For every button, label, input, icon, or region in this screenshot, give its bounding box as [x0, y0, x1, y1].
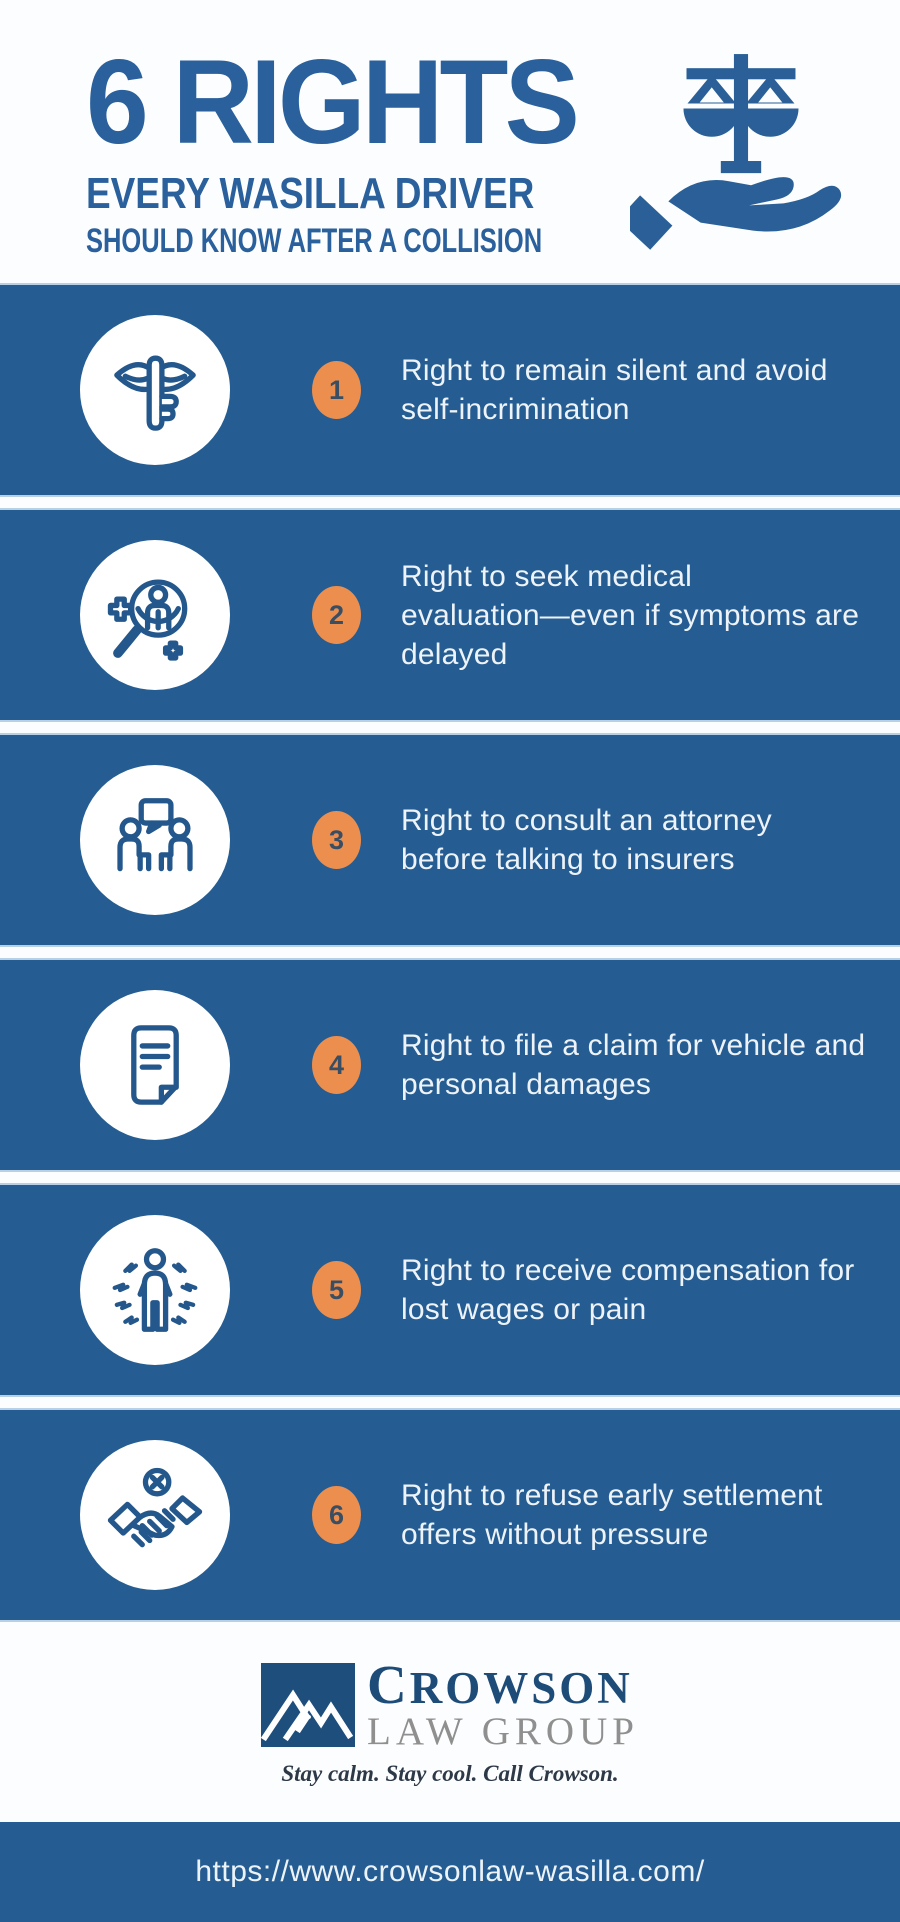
right-text: Right to file a claim for vehicle and pe… — [401, 1029, 866, 1101]
page-subtitle-line2: SHOULD KNOW AFTER A COLLISION — [86, 222, 543, 260]
shush-icon — [114, 355, 196, 431]
logo-tagline: Stay calm. Stay cool. Call Crowson. — [281, 1761, 619, 1787]
claim-document-icon — [131, 1025, 179, 1105]
logo-subtitle: LAW GROUP — [367, 1709, 639, 1753]
page-title: 6 RIGHTS — [86, 35, 580, 169]
right-number: 1 — [328, 374, 345, 405]
right-2-icon-circle — [80, 540, 230, 690]
pain-person-icon — [112, 1248, 198, 1332]
right-5-icon-circle — [80, 1215, 230, 1365]
website-url-bar: https://www.crowsonlaw-wasilla.com/ — [0, 1822, 900, 1922]
right-item-2: 2 Right to seek medical evaluation—even … — [0, 508, 900, 722]
right-4-number-badge: 4 — [312, 1036, 361, 1094]
right-number: 5 — [328, 1274, 345, 1305]
right-text: Right to consult an attorney before talk… — [401, 804, 772, 876]
right-item-1: 1 Right to remain silent and avoid self-… — [0, 283, 900, 497]
logo-name: CROWSON — [367, 1653, 633, 1715]
mountains-logo-icon — [260, 1662, 356, 1747]
logo-text: CROWSON LAW GROUP — [367, 1657, 639, 1753]
right-3-number-badge: 3 — [312, 811, 361, 869]
medical-search-icon — [107, 579, 188, 661]
right-text: Right to remain silent and avoid self-in… — [401, 354, 828, 426]
right-6-icon-circle — [80, 1440, 230, 1590]
right-text: Right to seek medical evaluation—even if… — [401, 559, 860, 671]
right-item-5: 5 Right to receive compensation for lost… — [0, 1183, 900, 1397]
right-text: Right to receive compensation for lost w… — [401, 1254, 855, 1326]
rights-list: 1 Right to remain silent and avoid self-… — [0, 283, 900, 1622]
right-number: 4 — [328, 1049, 345, 1080]
right-1-icon-circle — [80, 315, 230, 465]
crowson-logo: CROWSON LAW GROUP — [260, 1657, 639, 1753]
refuse-handshake-icon — [107, 1467, 203, 1548]
header: 6 RIGHTS EVERY WASILLA DRIVER SHOULD KNO… — [0, 0, 900, 283]
right-1-number-badge: 1 — [312, 361, 361, 419]
footer-logo-area: CROWSON LAW GROUP Stay calm. Stay cool. … — [0, 1622, 900, 1822]
right-number: 6 — [328, 1499, 345, 1530]
right-6-number-badge: 6 — [312, 1486, 361, 1544]
attorney-consult-icon — [117, 798, 193, 872]
right-text: Right to refuse early settlement offers … — [401, 1479, 823, 1551]
scales-in-hand-icon — [617, 48, 852, 250]
right-item-6: 6 Right to refuse early settlement offer… — [0, 1408, 900, 1622]
right-item-4: 4 Right to file a claim for vehicle and … — [0, 958, 900, 1172]
right-number: 2 — [328, 599, 345, 630]
page-subtitle-line1: EVERY WASILLA DRIVER — [86, 169, 535, 218]
right-4-icon-circle — [80, 990, 230, 1140]
right-number: 3 — [328, 824, 345, 855]
header-text: 6 RIGHTS EVERY WASILLA DRIVER SHOULD KNO… — [86, 42, 694, 258]
right-2-number-badge: 2 — [312, 586, 361, 644]
website-url[interactable]: https://www.crowsonlaw-wasilla.com/ — [195, 1855, 705, 1888]
right-item-3: 3 Right to consult an attorney before ta… — [0, 733, 900, 947]
right-5-number-badge: 5 — [312, 1261, 361, 1319]
right-3-icon-circle — [80, 765, 230, 915]
